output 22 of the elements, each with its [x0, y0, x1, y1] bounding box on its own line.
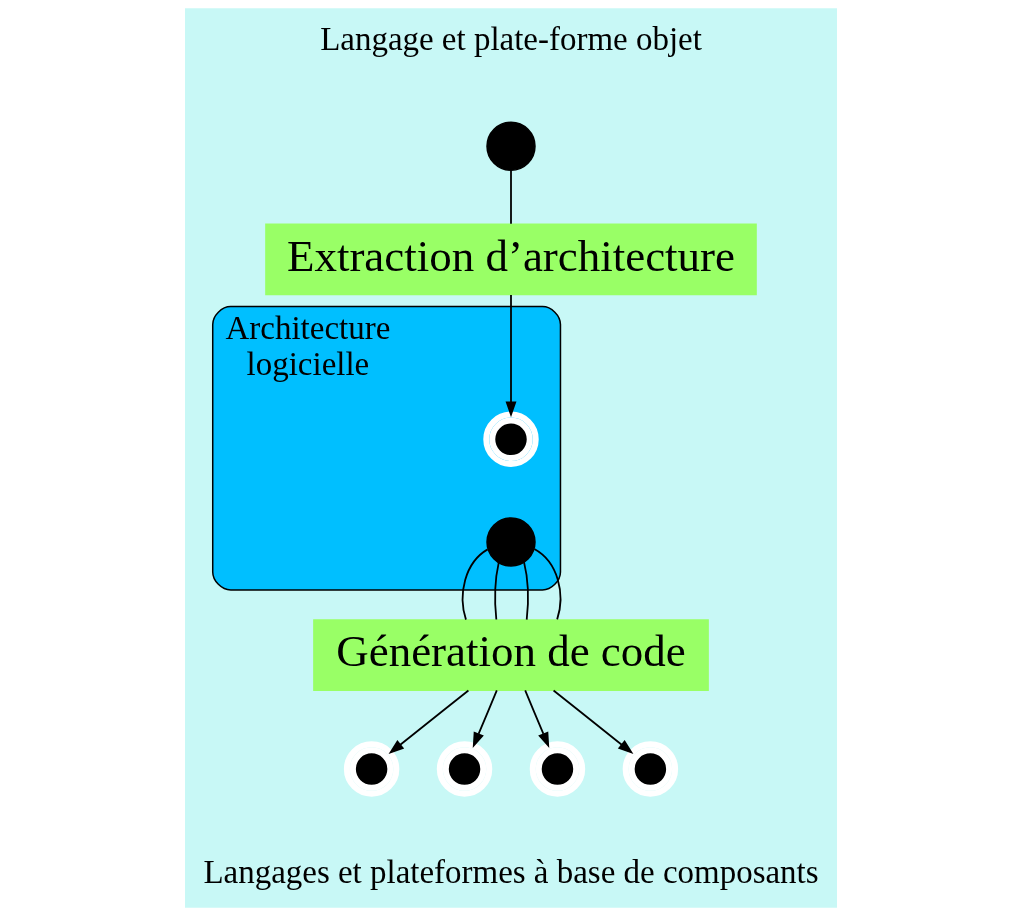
- connector: [532, 548, 561, 621]
- connector: [493, 561, 500, 621]
- arrow: [523, 689, 549, 748]
- node-bullseye: [529, 741, 585, 797]
- arrow: [552, 689, 633, 755]
- label: Langages et plateformes à base de composants: [202, 854, 819, 891]
- node-bullseye: [482, 411, 539, 467]
- node-dot: [485, 517, 536, 567]
- node-box: Extraction d’architecture: [264, 223, 757, 296]
- connector: [522, 561, 529, 621]
- node-bullseye: [622, 741, 678, 797]
- node-dot: [485, 121, 536, 171]
- connector: [461, 548, 489, 621]
- node-bullseye: [343, 741, 399, 797]
- node-bullseye: [436, 741, 492, 797]
- node-box: Génération de code: [312, 619, 709, 692]
- connector: [509, 169, 512, 225]
- arrow: [388, 689, 469, 755]
- node-label: Langage et plate-forme objet: [319, 20, 702, 57]
- arrow: [472, 689, 498, 748]
- cluster: Architecture logicielle: [211, 305, 561, 591]
- arrow: [505, 294, 516, 418]
